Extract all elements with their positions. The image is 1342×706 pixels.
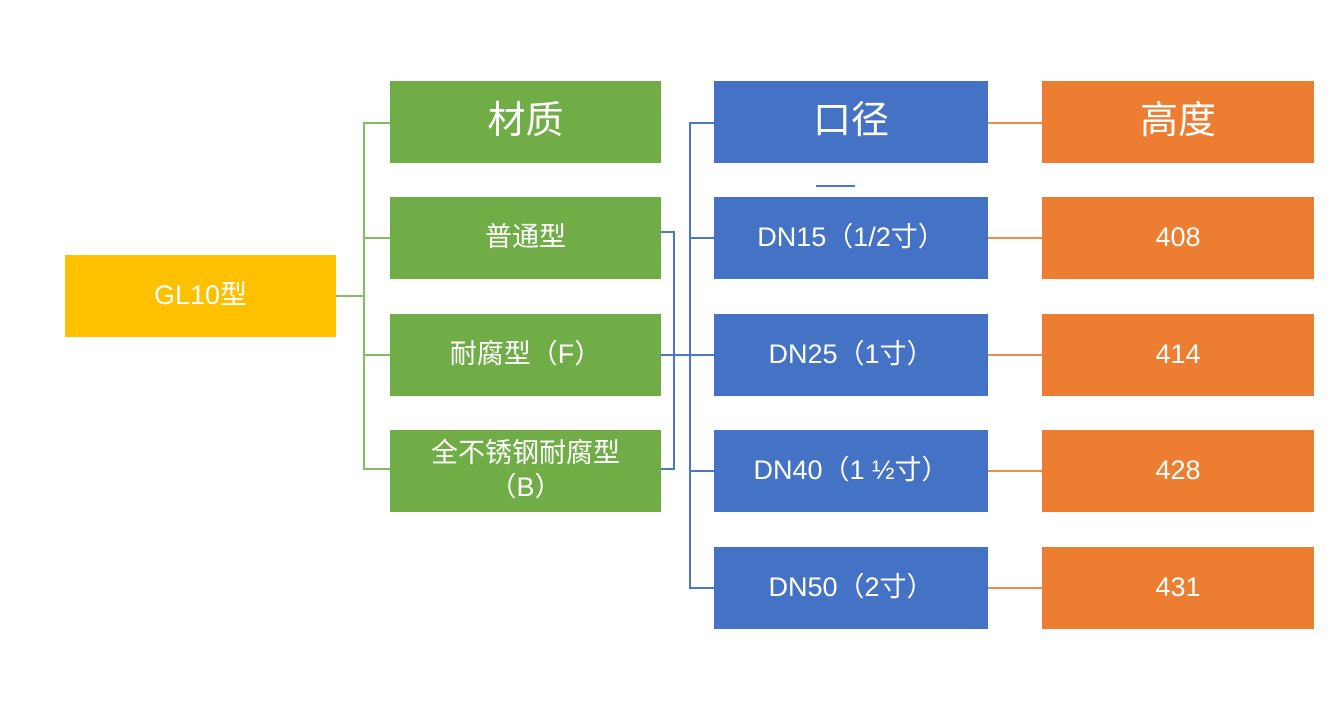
- connector-green-branch-standard: [363, 237, 390, 239]
- connector-green-branch-corrosion: [363, 354, 390, 356]
- height-item-414: 414: [1042, 314, 1314, 396]
- connector-green-trunk: [363, 122, 365, 470]
- connector-orange-branch-428: [988, 470, 1042, 472]
- diameter-item-dn25: DN25（1寸）: [714, 314, 988, 396]
- height-column-header: 高度: [1042, 81, 1314, 163]
- material-item-corrosion-resistant: 耐腐型（F）: [390, 314, 661, 396]
- connector-blue-branch-dn40: [689, 470, 714, 472]
- connector-blue-inner-trunk: [673, 231, 675, 470]
- material-item-standard: 普通型: [390, 197, 661, 279]
- diameter-item-dn15: DN15（1/2寸）: [714, 197, 988, 279]
- material-column-header: 材质: [390, 81, 661, 163]
- connector-blue-dash-under-header: [816, 185, 855, 187]
- diameter-item-dn50: DN50（2寸）: [714, 547, 988, 629]
- connector-orange-branch-431: [988, 587, 1042, 589]
- connector-blue-branch-dn25: [661, 354, 714, 356]
- height-item-428: 428: [1042, 430, 1314, 512]
- connector-root-to-green-trunk: [336, 295, 364, 297]
- height-item-431: 431: [1042, 547, 1314, 629]
- diameter-item-dn40: DN40（1 ½寸）: [714, 430, 988, 512]
- connector-green-branch-header: [363, 122, 390, 124]
- root-node-gl10: GL10型: [65, 255, 336, 337]
- material-item-full-stainless: 全不锈钢耐腐型（B）: [390, 430, 661, 512]
- connector-blue-branch-dn15: [689, 237, 714, 239]
- connector-orange-branch-414: [988, 354, 1042, 356]
- connector-blue-branch-header: [689, 122, 714, 124]
- connector-orange-branch-408: [988, 237, 1042, 239]
- connector-blue-branch-dn50: [689, 587, 714, 589]
- connector-orange-branch-header: [988, 122, 1042, 124]
- connector-blue-from-stainless: [661, 468, 675, 470]
- connector-green-branch-stainless: [363, 468, 390, 470]
- diameter-column-header: 口径: [714, 81, 988, 163]
- height-item-408: 408: [1042, 197, 1314, 279]
- connector-blue-from-standard: [661, 231, 675, 233]
